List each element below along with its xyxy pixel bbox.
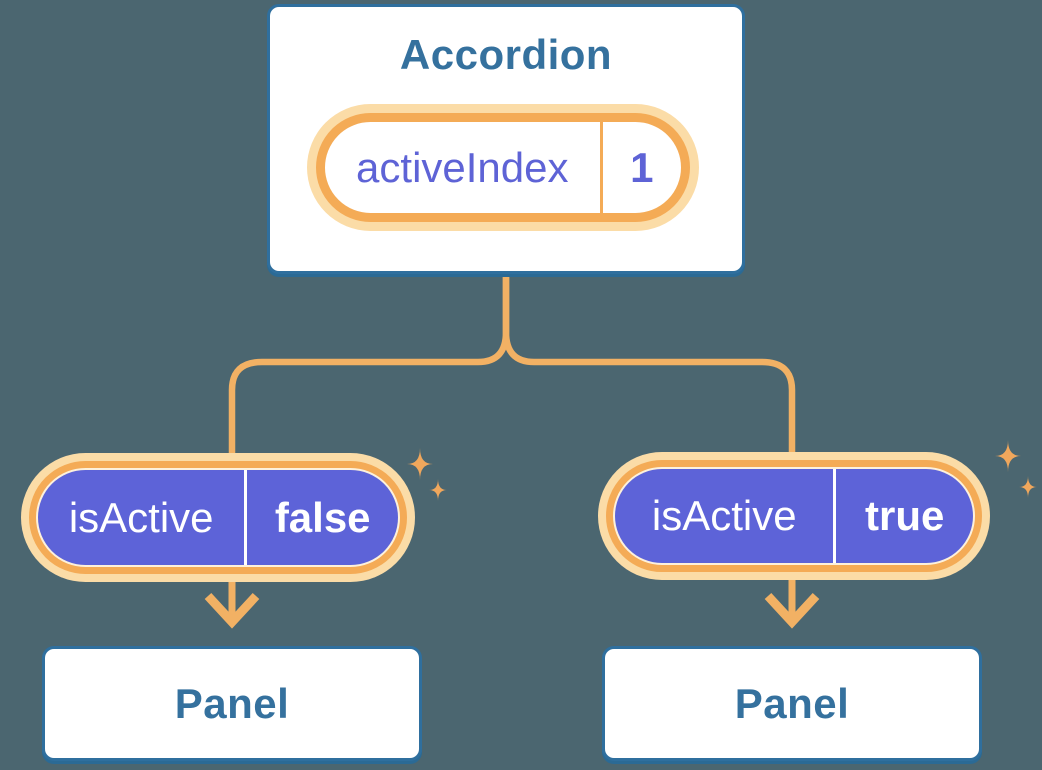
connector-line-right — [502, 272, 796, 470]
prop-pill-isactive-true: isActive true — [598, 452, 990, 580]
prop-pill-body: isActive true — [615, 469, 973, 563]
prop-value-label: false — [274, 493, 371, 541]
sparkle-icon — [995, 440, 1021, 472]
state-pill-ring: activeIndex 1 — [316, 113, 690, 222]
sparkle-icon — [429, 479, 447, 501]
prop-pill-isactive-false: isActive false — [21, 453, 415, 582]
accordion-component-card: Accordion activeIndex 1 — [267, 4, 745, 274]
component-title: Panel — [174, 679, 290, 727]
prop-pill-ring: isActive true — [606, 460, 982, 572]
panel-component-card: Panel — [602, 646, 982, 761]
pill-divider — [833, 469, 837, 563]
state-name-label: activeIndex — [356, 143, 569, 191]
prop-pill-body: isActive false — [38, 470, 398, 565]
connector-line-left — [228, 272, 510, 470]
panel-component-card: Panel — [42, 646, 422, 761]
prop-value-label: true — [865, 492, 945, 539]
prop-pill-ring: isActive false — [29, 461, 407, 574]
pill-divider — [599, 122, 603, 213]
prop-name-label: isActive — [68, 493, 214, 541]
pill-divider — [244, 470, 248, 565]
prop-name-label: isActive — [651, 492, 797, 539]
sparkle-icon — [407, 448, 433, 480]
component-title: Accordion — [399, 31, 613, 78]
sparkle-icon — [1019, 476, 1037, 498]
state-pill: activeIndex 1 — [307, 104, 699, 231]
state-value-label: 1 — [630, 143, 654, 191]
component-title: Panel — [734, 679, 850, 727]
